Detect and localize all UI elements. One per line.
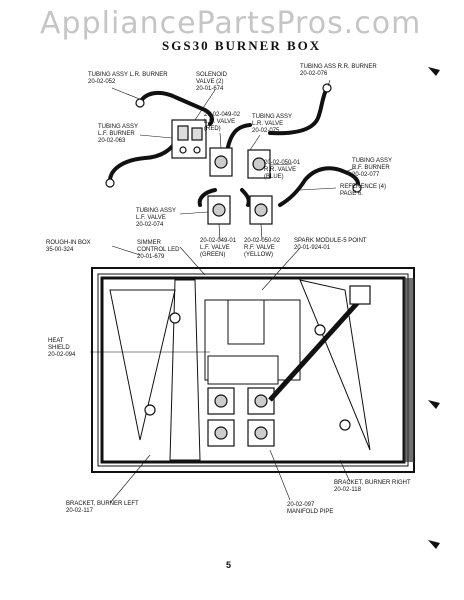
tubing-lr-burner — [138, 90, 215, 126]
bottom-leader-lines — [90, 351, 351, 504]
manifold-assembly — [207, 285, 371, 447]
label-reference: REFERENCE (4)PAGE 6. — [340, 184, 387, 197]
leader-lines — [111, 79, 356, 291]
bracket-right — [299, 279, 371, 451]
tubing-lf-valve — [197, 188, 217, 207]
solenoid-block — [171, 119, 207, 159]
spark-module — [207, 299, 279, 385]
upper-valves — [207, 147, 273, 225]
page-edge-marks — [428, 67, 440, 549]
tubing-rf-burner — [278, 166, 360, 207]
tubing-lr-valve — [226, 123, 252, 149]
bracket-left — [109, 289, 176, 441]
burner-brackets — [109, 279, 371, 461]
page-number: 5 — [226, 560, 232, 570]
heat-shield — [204, 299, 301, 381]
tubing-rr-valve — [240, 188, 251, 207]
watermark-text: AppliancePartsPros.com — [40, 6, 422, 41]
rough-in-box — [91, 267, 415, 473]
upper-tubing — [108, 86, 360, 207]
tubing-lf-burner — [108, 138, 180, 183]
burner-caps — [144, 312, 351, 431]
diagram-title: SGS30 BURNER BOX — [162, 38, 322, 53]
tubing-fittings — [105, 83, 362, 193]
tubing-rr-burner — [268, 86, 329, 136]
bracket-center-left — [169, 279, 201, 461]
